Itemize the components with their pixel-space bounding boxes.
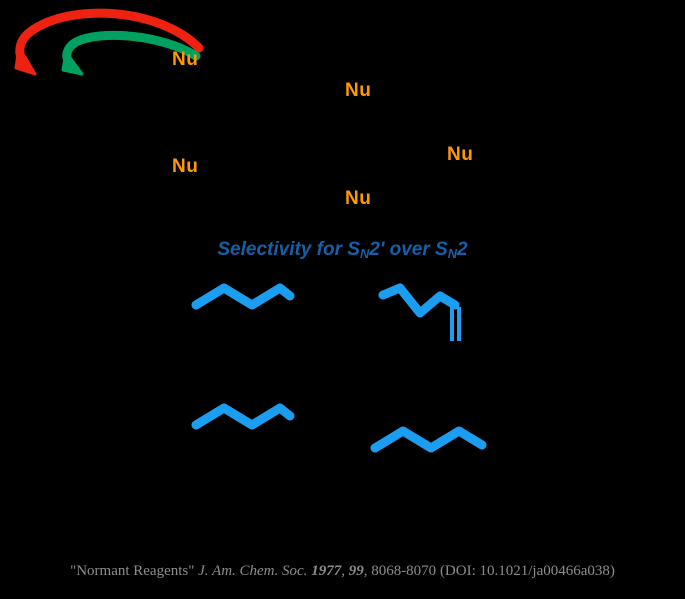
nu-label-mid-left: Nu — [172, 156, 199, 177]
citation-volume: 99 — [348, 563, 364, 579]
alkene-chain-top-right — [378, 283, 461, 341]
heading-prefix: Selectivity for S — [217, 239, 360, 260]
citation-journal: J. Am. Chem. Soc. — [198, 563, 308, 579]
nu-label-center-bottom: Nu — [345, 188, 372, 209]
alkene-chain-bottom-right — [370, 426, 487, 453]
alkene-chain-bottom-left — [191, 403, 295, 430]
heading-suffix: 2 — [457, 239, 468, 260]
alkene-chain-top-left — [191, 283, 295, 310]
heading-middle: 2' over S — [369, 239, 448, 260]
nu-label-mid-right: Nu — [447, 144, 474, 165]
citation-comma-2: , — [363, 563, 372, 579]
citation-year: 1977 — [311, 563, 342, 579]
citation-quote: "Normant Reagents" — [70, 563, 195, 579]
citation-pages: 8068-8070 — [371, 563, 437, 579]
nu-label-center-top: Nu — [345, 80, 372, 101]
heading-subscript-n-1: N — [359, 245, 370, 261]
selectivity-heading: Selectivity for SN2' over SN2 — [0, 239, 685, 261]
citation-text: "Normant Reagents" J. Am. Chem. Soc. 197… — [0, 562, 685, 580]
heading-subscript-n-2: N — [447, 245, 458, 261]
nu-label-allylic-top-left: Nu — [172, 49, 199, 70]
citation-doi: (DOI: 10.1021/ja00466a038) — [439, 563, 615, 579]
citation-comma-1: , — [341, 563, 349, 579]
